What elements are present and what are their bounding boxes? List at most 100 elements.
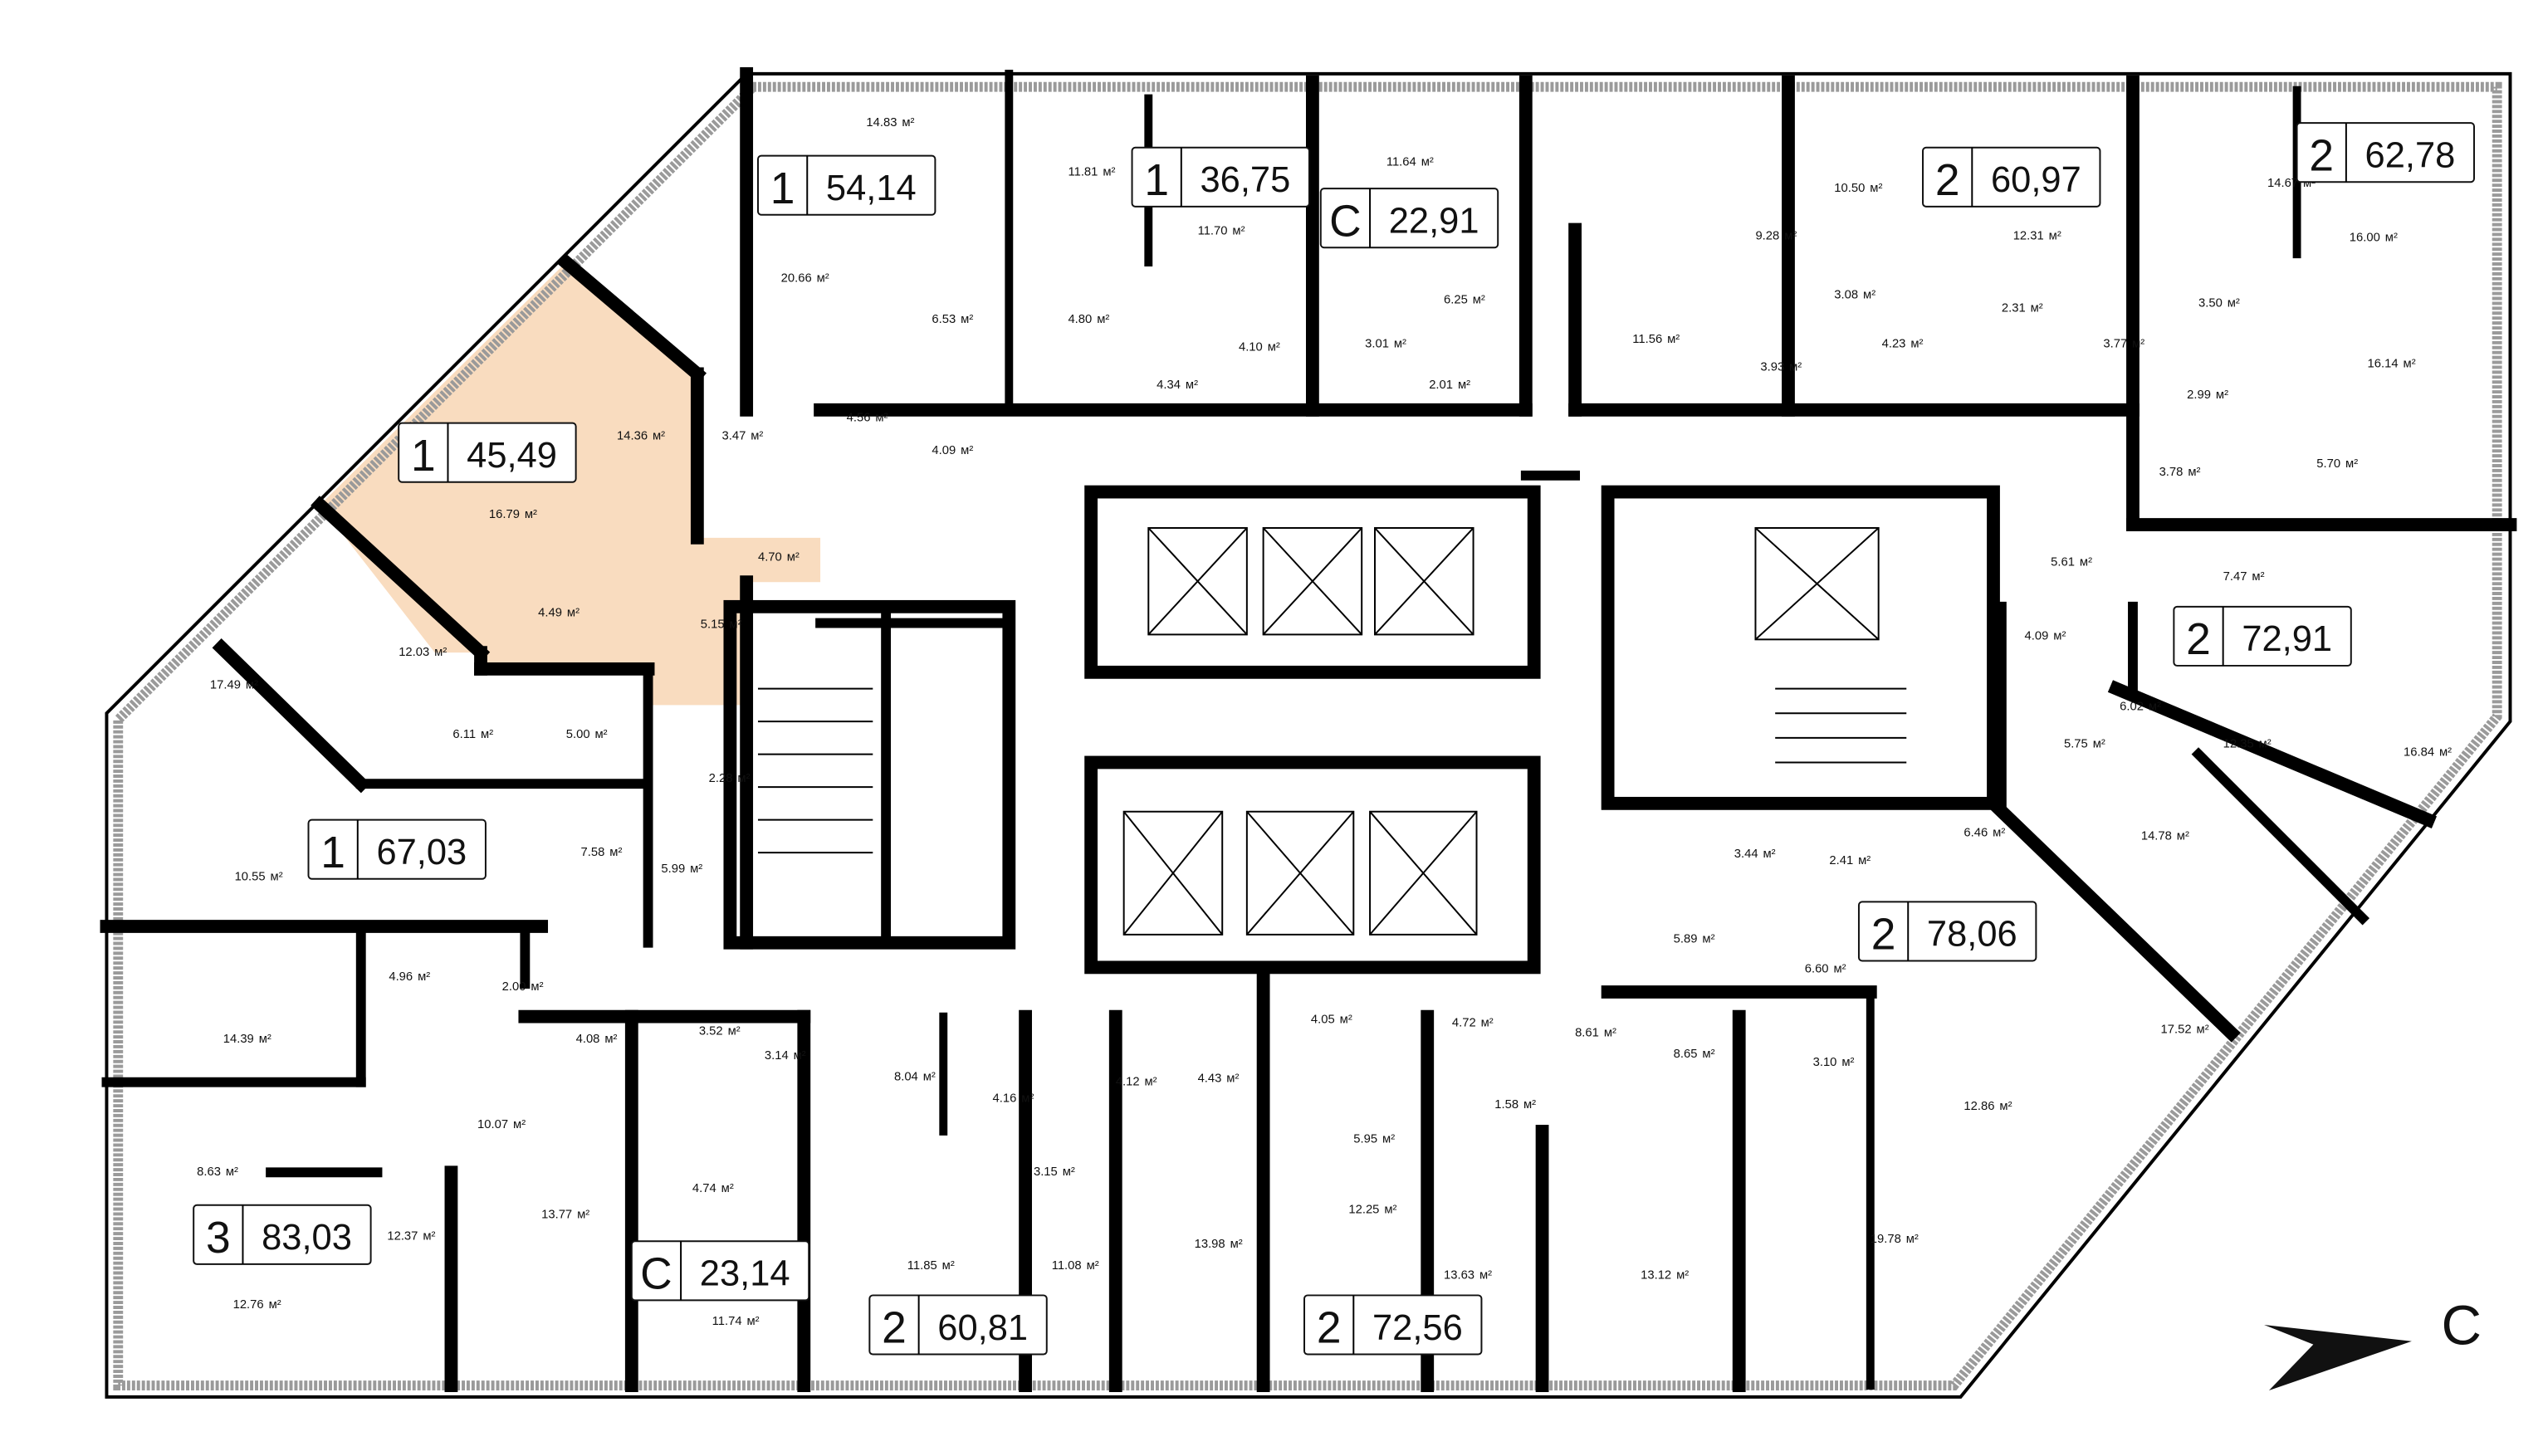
area-unit: м² <box>1473 293 1485 306</box>
room-area-value: 11.74 <box>712 1315 742 1328</box>
area-unit: м² <box>2197 1023 2209 1036</box>
area-unit: м² <box>423 1229 435 1243</box>
area-unit: м² <box>481 728 493 741</box>
room-area-value: 8.04 <box>894 1071 918 1084</box>
apartment-label-box <box>2173 605 2352 667</box>
room-area-value: 11.64 <box>1386 156 1416 169</box>
room-area-value: 3.08 <box>1834 288 1858 301</box>
apartment-label[interactable]: 1 45,49 <box>398 422 577 483</box>
area-unit: м² <box>1841 1056 1854 1069</box>
apartment-label[interactable]: С 22,91 <box>1319 188 1499 249</box>
apartment-label[interactable]: 2 72,56 <box>1303 1294 1483 1356</box>
area-unit: м² <box>1382 1133 1395 1146</box>
apartment-label[interactable]: 2 60,97 <box>1922 146 2101 208</box>
room-area-value: 6.25 <box>1444 293 1468 306</box>
apartment-label[interactable]: 2 72,91 <box>2173 605 2352 667</box>
area-unit: м² <box>728 1024 741 1038</box>
room-area-value: 6.02 <box>2120 700 2144 713</box>
apartment-rooms: 1 <box>320 828 345 877</box>
apartment-area: 54,14 <box>826 169 917 208</box>
apartment-area: 83,03 <box>262 1218 352 1258</box>
area-unit: м² <box>794 1049 806 1063</box>
room-area-value: 11.56 <box>1632 333 1662 346</box>
area-unit: м² <box>2259 738 2272 751</box>
area-unit: м² <box>1021 1092 1034 1105</box>
area-unit: м² <box>2216 388 2228 402</box>
apartment-label[interactable]: С 23,14 <box>630 1240 810 1302</box>
room-area-value: 12.76 <box>233 1298 264 1312</box>
apartment-label[interactable]: 1 67,03 <box>307 818 487 880</box>
area-unit: м² <box>721 1182 734 1195</box>
area-unit: м² <box>531 980 543 994</box>
apartment-label[interactable]: 1 36,75 <box>1131 146 1310 208</box>
room-area-value: 17.49 <box>210 679 241 692</box>
apartment-label-box <box>1319 188 1499 249</box>
room-area-value: 4.70 <box>758 551 782 564</box>
room-area-value: 10.07 <box>477 1118 508 1131</box>
area-unit: м² <box>875 412 888 425</box>
apartment-label-box <box>2296 122 2475 183</box>
room-area-value: 6.60 <box>1805 962 1829 975</box>
apartment-area: 22,91 <box>1389 201 1479 241</box>
apartment-rooms: С <box>640 1250 672 1299</box>
apartment-area: 67,03 <box>376 833 467 872</box>
stairwell-left <box>723 599 1016 950</box>
area-unit: м² <box>2132 338 2144 351</box>
apartment-label[interactable]: 3 83,03 <box>193 1204 372 1265</box>
apartment-rooms: 2 <box>2186 615 2211 664</box>
room-area-value: 16.79 <box>489 508 520 521</box>
room-area-value: 6.11 <box>452 728 476 741</box>
area-unit: м² <box>525 508 537 521</box>
apartment-label[interactable]: 2 62,78 <box>2296 122 2475 183</box>
room-area-value: 4.23 <box>1882 338 1906 351</box>
apartment-label[interactable]: 1 54,14 <box>756 154 937 216</box>
room-area-label: 6.25 м² <box>1444 293 1485 306</box>
room-area-value: 14.67 <box>2267 177 2298 190</box>
apartment-label[interactable]: 2 78,06 <box>1857 901 2037 962</box>
room-area-value: 4.43 <box>1198 1072 1222 1086</box>
room-area-value: 3.47 <box>721 429 746 442</box>
area-unit: м² <box>1087 1259 1099 1273</box>
area-unit: м² <box>1063 1165 1075 1179</box>
room-area-value: 3.50 <box>2198 296 2223 310</box>
room-area-value: 8.61 <box>1575 1026 1599 1039</box>
room-area-value: 8.63 <box>197 1165 221 1179</box>
room-area-value: 2.41 <box>1829 854 1853 867</box>
apartment-rooms: 3 <box>206 1214 231 1263</box>
area-unit: м² <box>1870 182 1882 195</box>
room-area-value: 10.55 <box>235 871 266 884</box>
area-unit: м² <box>1999 1100 2012 1113</box>
apartment-area: 72,91 <box>2242 619 2332 659</box>
wall-segment <box>2191 747 2370 926</box>
north-arrow-icon <box>2264 1324 2412 1390</box>
room-area-value: 20.66 <box>781 272 812 286</box>
area-unit: м² <box>1230 1238 1243 1251</box>
room-area-value: 5.75 <box>2064 738 2088 751</box>
room-area-value: 16.00 <box>2350 231 2380 244</box>
area-unit: м² <box>577 1209 589 1222</box>
apartment-area: 72,56 <box>1372 1308 1463 1348</box>
apartment-label[interactable]: 2 60,81 <box>868 1294 1048 1356</box>
area-unit: м² <box>269 1298 281 1312</box>
